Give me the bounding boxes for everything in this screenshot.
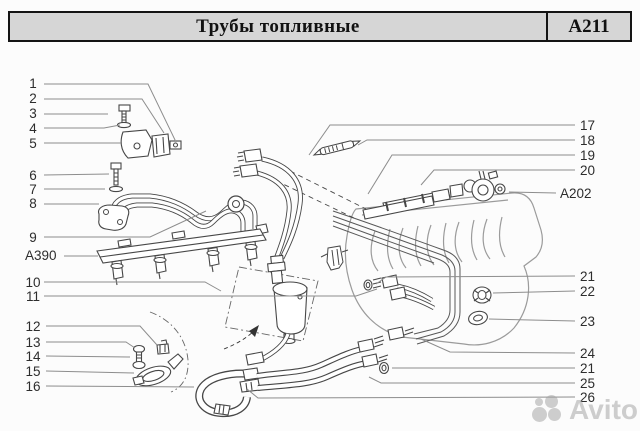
washer-7 bbox=[108, 185, 124, 193]
clamp-hardware bbox=[132, 311, 189, 393]
bracket-5 bbox=[120, 129, 153, 159]
bracket-2 bbox=[151, 133, 171, 158]
callout-a390: A390 bbox=[25, 248, 57, 263]
callout-5: 5 bbox=[29, 136, 37, 151]
install-arrow bbox=[223, 330, 255, 350]
nut-1 bbox=[169, 140, 182, 150]
fuel-pipe-bundle bbox=[332, 210, 461, 345]
callout-25: 25 bbox=[580, 376, 595, 391]
callout-3: 3 bbox=[29, 106, 37, 121]
fuel-tube-assembly bbox=[259, 158, 506, 220]
callout-20: 20 bbox=[580, 163, 595, 178]
callout-6: 6 bbox=[29, 168, 37, 183]
callout-15: 15 bbox=[25, 364, 40, 379]
nut-14 bbox=[132, 360, 146, 370]
stud-bolt-18 bbox=[312, 140, 362, 156]
bolt-6 bbox=[110, 162, 122, 170]
bolt-3 bbox=[118, 104, 131, 112]
arrow-head bbox=[249, 325, 259, 337]
callout-7: 7 bbox=[29, 182, 37, 197]
leader-lines bbox=[43, 83, 576, 399]
callout-4: 4 bbox=[29, 121, 37, 136]
flex-hoses bbox=[256, 274, 436, 391]
callout-labels: 1 2 3 4 5 6 7 8 9 A390 10 11 12 13 14 15… bbox=[25, 76, 596, 405]
callout-16: 16 bbox=[25, 379, 40, 394]
callout-12: 12 bbox=[25, 319, 40, 334]
callout-11: 11 bbox=[26, 289, 40, 304]
callout-21b: 21 bbox=[580, 361, 595, 376]
injectors bbox=[110, 240, 258, 286]
o-ring-21b bbox=[378, 361, 390, 375]
clip-12 bbox=[156, 343, 170, 355]
filter-inlet-pipes bbox=[232, 148, 303, 260]
callout-23: 23 bbox=[580, 314, 595, 329]
outlet-hose-group bbox=[195, 333, 291, 418]
fuel-filter-group bbox=[223, 254, 319, 350]
callout-24: 24 bbox=[580, 346, 596, 361]
callout-1: 1 bbox=[29, 76, 37, 91]
callout-26: 26 bbox=[580, 390, 595, 405]
pipe-clamp-bracket bbox=[320, 245, 349, 271]
callout-13: 13 bbox=[25, 335, 40, 350]
manifold-runners bbox=[370, 216, 506, 272]
callout-9: 9 bbox=[29, 230, 37, 245]
callout-14: 14 bbox=[25, 349, 41, 364]
o-ring-21a bbox=[363, 279, 373, 291]
callout-17: 17 bbox=[580, 118, 595, 133]
page-title: Трубы топливные bbox=[196, 16, 360, 37]
fuel-rail-a390 bbox=[96, 223, 269, 286]
bracket-assembly bbox=[116, 104, 182, 159]
callout-10: 10 bbox=[25, 275, 40, 290]
title-bar: Трубы топливные A211 bbox=[8, 11, 632, 42]
watermark: Avito bbox=[532, 394, 638, 426]
callout-a202: A202 bbox=[560, 186, 592, 201]
callout-22: 22 bbox=[580, 284, 595, 299]
watermark-text: Avito bbox=[569, 394, 638, 425]
callout-21: 21 bbox=[580, 269, 595, 284]
page-code: A211 bbox=[546, 13, 630, 40]
bolt-6-washer-7 bbox=[108, 162, 124, 193]
avito-circles-logo-icon bbox=[532, 395, 566, 425]
grommet-23 bbox=[468, 310, 488, 326]
rail-pipes bbox=[98, 193, 258, 233]
grommet-22 bbox=[472, 286, 492, 304]
callout-18: 18 bbox=[580, 133, 595, 148]
callout-2: 2 bbox=[29, 91, 37, 106]
callout-19: 19 bbox=[580, 148, 595, 163]
callout-8: 8 bbox=[29, 196, 37, 211]
